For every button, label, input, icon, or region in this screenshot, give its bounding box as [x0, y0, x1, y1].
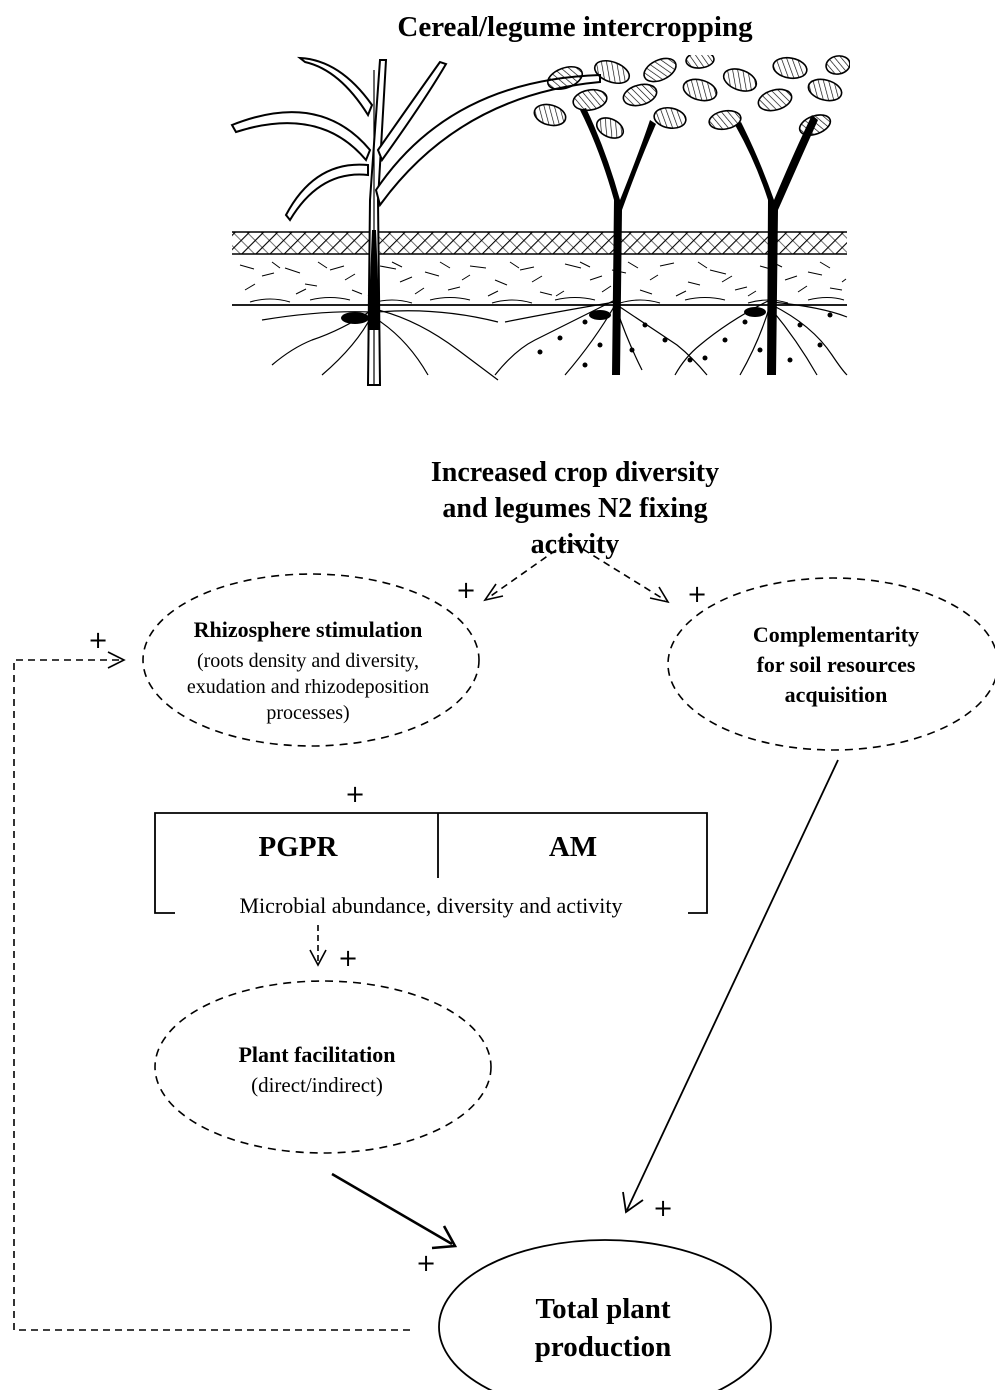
sign-facilitation: +: [338, 944, 358, 972]
sign-to-production-left: +: [416, 1249, 436, 1277]
facilitation-subtitle: (direct/indirect): [251, 1073, 383, 1097]
production-line-2: production: [535, 1331, 671, 1363]
top-dashed-arrows: [487, 542, 666, 601]
root-nodules: [537, 312, 833, 368]
pgpr-label: PGPR: [259, 831, 339, 863]
sign-feedback: +: [88, 626, 108, 654]
sign-to-production-right: +: [653, 1194, 673, 1222]
sign-top-right: +: [687, 580, 707, 608]
facilitation-arrowhead: [309, 949, 327, 967]
complementarity-production-arrowhead: [622, 1191, 644, 1214]
feedback-loop: [13, 659, 410, 1331]
microbes-box: [154, 812, 708, 914]
crop-diversity-line-1: Increased crop diversity: [431, 457, 719, 488]
cereal-plant: [230, 56, 601, 386]
sign-top-left: +: [456, 576, 476, 604]
am-label: AM: [549, 831, 597, 863]
microbes-caption: Microbial abundance, diversity and activ…: [239, 893, 622, 918]
top-arrowheads: [483, 583, 670, 604]
complementarity-line-2: for soil resources: [757, 652, 916, 677]
feedback-arrowhead: [107, 651, 126, 669]
rhizosphere-line-2: exudation and rhizodeposition: [187, 676, 429, 698]
production-line-1: Total plant: [535, 1293, 670, 1325]
legume-plants: [533, 55, 850, 375]
facilitation-to-production-arrow: [331, 1172, 453, 1246]
crop-diversity-line-2: and legumes N2 fixing: [442, 493, 707, 524]
soil-texture: [239, 261, 847, 304]
rhizosphere-line-1: (roots density and diversity,: [197, 650, 419, 672]
facilitation-ellipse: [154, 980, 492, 1154]
facilitation-production-arrowhead: [431, 1225, 458, 1250]
complementarity-line-1: Complementarity: [753, 622, 919, 647]
sign-microbes: +: [345, 780, 365, 808]
production-ellipse: [438, 1239, 772, 1390]
crop-diversity-node: Increased crop diversity and legumes N2 …: [431, 457, 719, 560]
complementarity-ellipse: [667, 577, 995, 751]
rhizosphere-ellipse: [142, 573, 480, 747]
facilitation-title: Plant facilitation: [238, 1042, 395, 1067]
rhizosphere-line-3: processes): [266, 702, 349, 724]
rhizosphere-title: Rhizosphere stimulation: [194, 617, 423, 642]
intercropping-illustration: [230, 55, 850, 386]
complementarity-to-production-arrow: [626, 759, 839, 1211]
figure-title: Cereal/legume intercropping: [397, 11, 753, 43]
complementarity-line-3: acquisition: [785, 682, 888, 707]
